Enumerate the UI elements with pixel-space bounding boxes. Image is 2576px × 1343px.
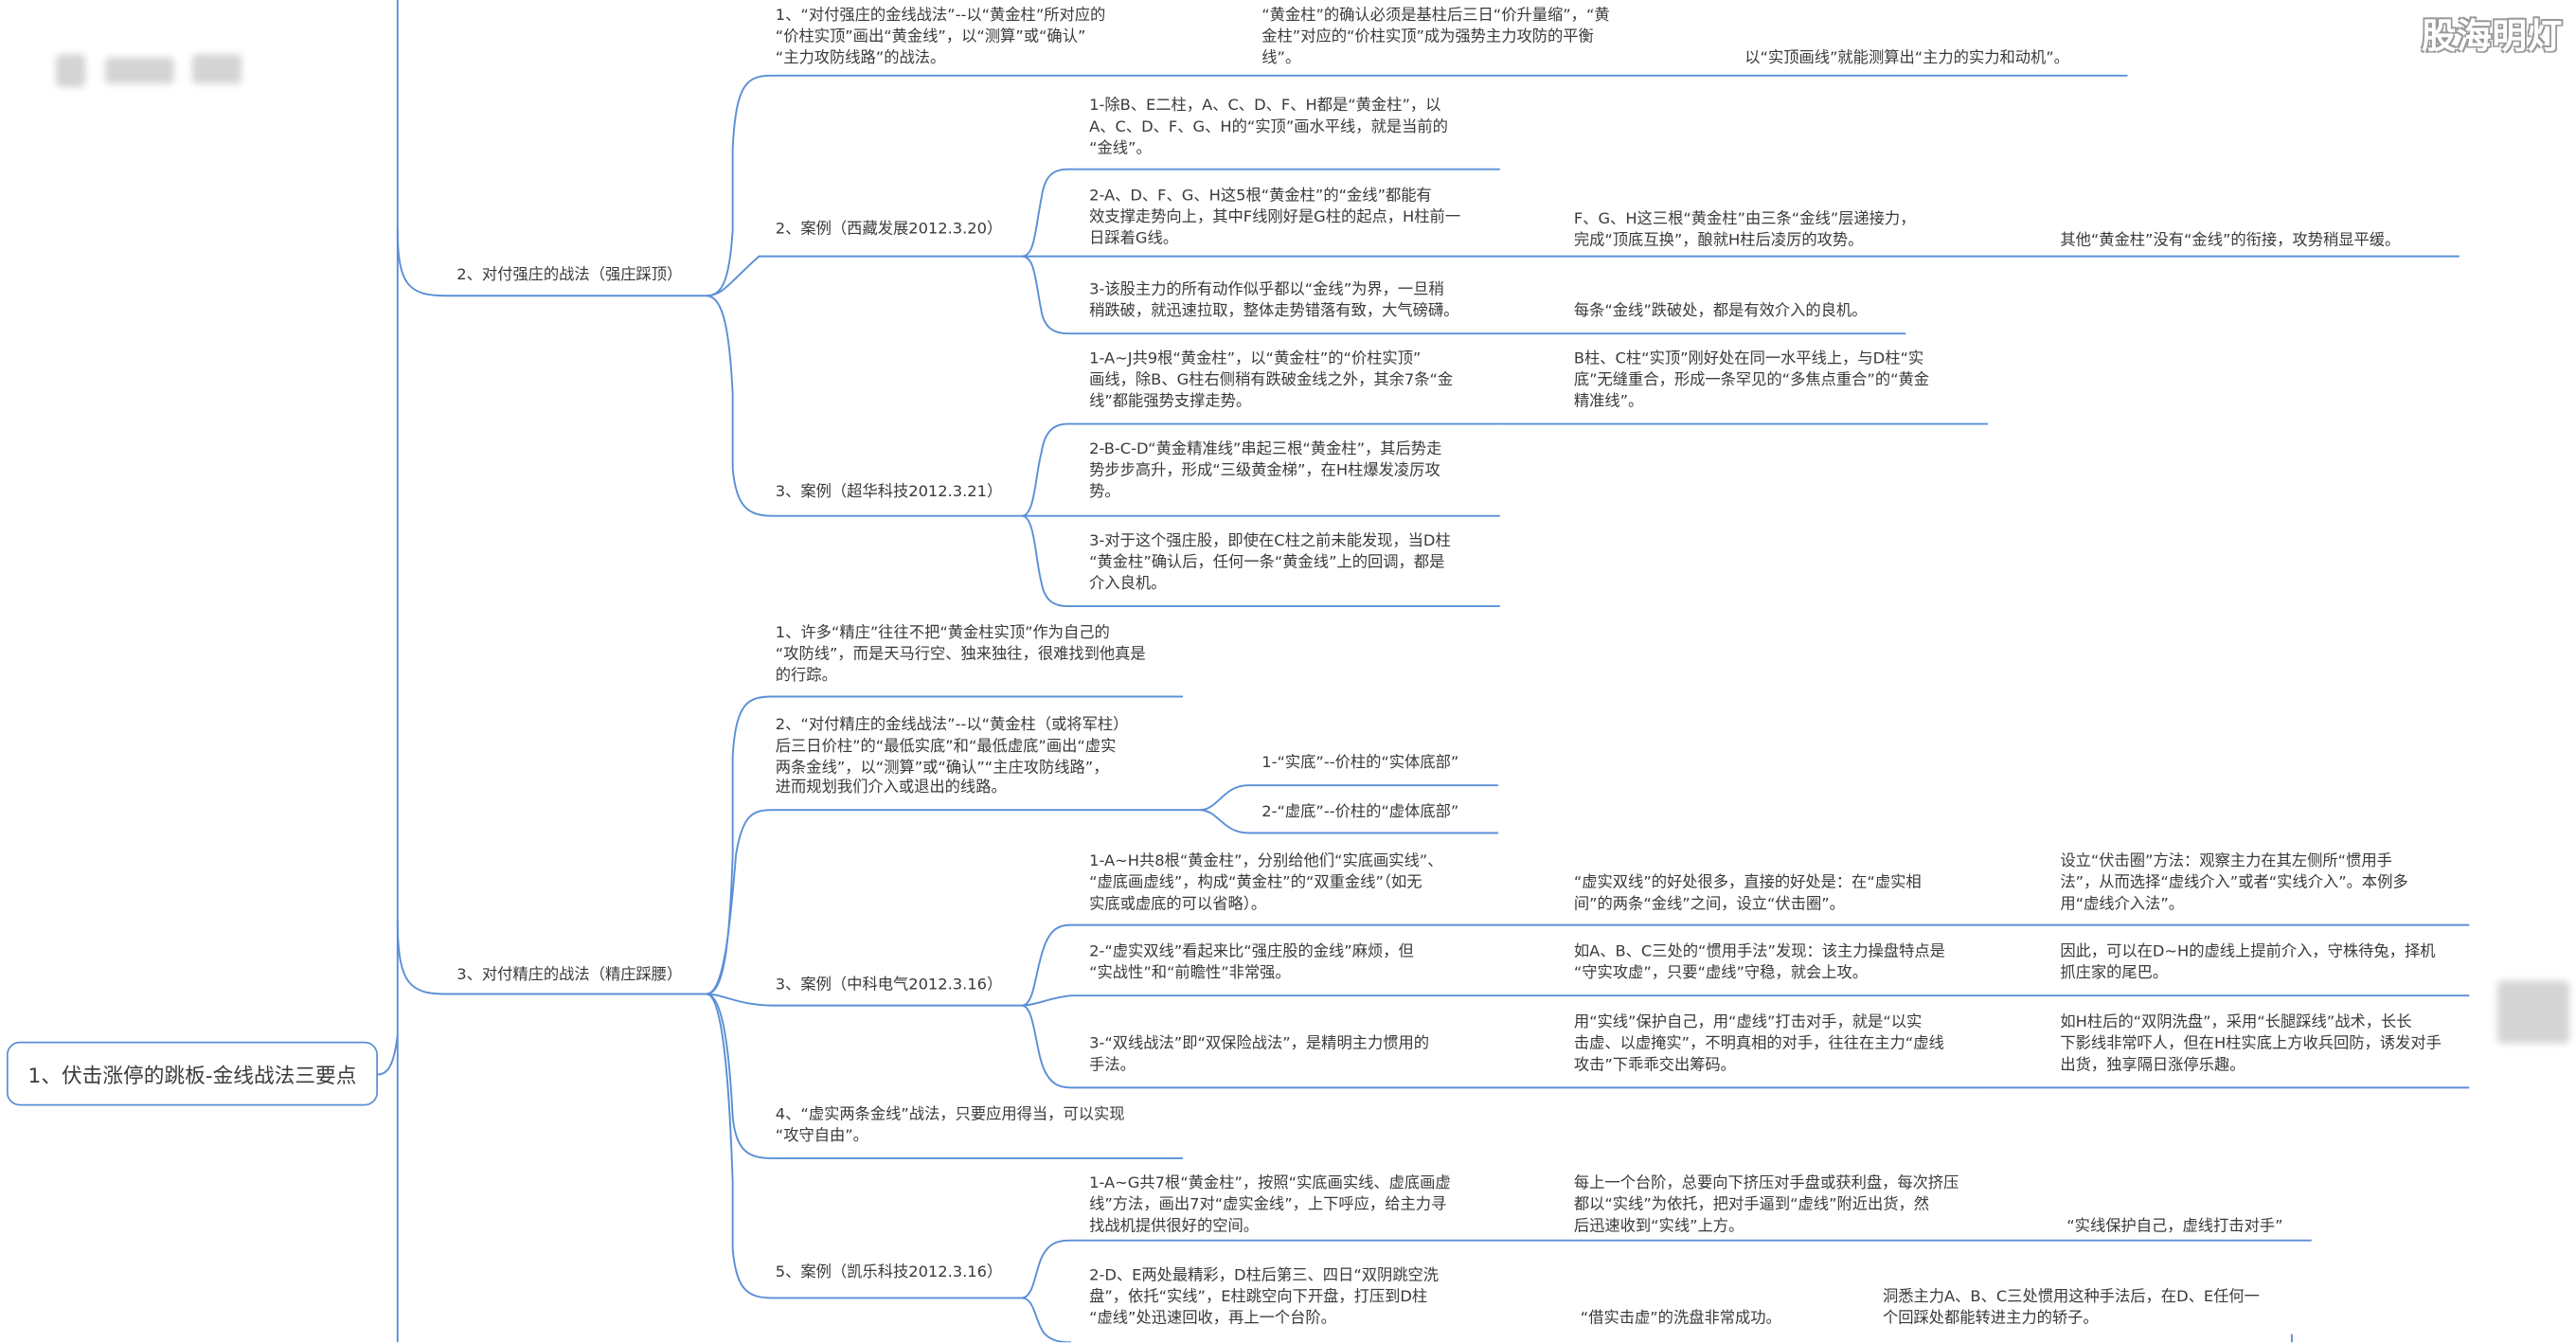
- root-topic[interactable]: 1、伏击涨停的跳板-金线战法三要点: [6, 1041, 378, 1106]
- smart-case-3[interactable]: 3、案例（中科电气2012.3.16）: [775, 976, 1003, 994]
- strong-case-3[interactable]: 3、案例（超华科技2012.3.21）: [775, 483, 1003, 502]
- smart-case-3-sub-2[interactable]: 2-“虚实双线”看起来比“强庄股的金线”麻烦，但 “实战性”和“前瞻性”非常强。: [1089, 942, 1414, 982]
- strong-case-3-sub-2[interactable]: 2-B-C-D“黄金精准线”串起三根“黄金柱”，其后势走 势步步高升，形成“三级…: [1089, 439, 1442, 501]
- smart-case-3-sub-1-note-1[interactable]: “虚实双线”的好处很多，直接的好处是：在“虚实相 间”的两条“金线”之间，设立“…: [1573, 873, 1922, 914]
- smart-item-2-sub-2[interactable]: 2-“虚底”--价柱的“虚体底部”: [1261, 803, 1459, 822]
- strong-case-2-sub-2[interactable]: 2-A、D、F、G、H这5根“黄金柱”的“金线”都能有 效支撑走势向上，其中F线…: [1089, 187, 1461, 248]
- blurred-header: [55, 54, 86, 87]
- strong-case-3-sub-1-note-1[interactable]: B柱、C柱“实顶”刚好处在同一水平线上，与D柱“实 底”无缝重合，形成一条罕见的…: [1573, 349, 1930, 410]
- strong-case-2-sub-2-note-2[interactable]: 其他“黄金柱”没有“金线”的衔接，攻势稍显平缓。: [2060, 231, 2401, 250]
- strong-item-1[interactable]: 1、“对付强庄的金线战法”--以“黄金柱”所对应的 “价柱实顶”画出“黄金线”，…: [775, 6, 1106, 67]
- smart-case-3-sub-2-note-2[interactable]: 因此，可以在D~H的虚线上提前介入，守株待兔，择机 抓庄家的尾巴。: [2060, 942, 2436, 982]
- smart-case-5-sub-2-note-1[interactable]: “借实击虚”的洗盘非常成功。: [1580, 1309, 1781, 1328]
- smart-case-3-sub-3-note-1[interactable]: 用“实线”保护自己，用“虚线”打击对手，就是“以实 击虚、以虚掩实”，不明真相的…: [1573, 1013, 1944, 1074]
- smart-item-2[interactable]: 2、“对付精庄的金线战法”--以“黄金柱（或将军柱） 后三日价柱”的“最低实底”…: [775, 716, 1129, 798]
- watermark: 股海明灯: [2421, 16, 2564, 56]
- smart-case-5-sub-1[interactable]: 1-A~G共7根“黄金柱”，按照“实底画实线、虚底画虚 线”方法，画出7对“虚实…: [1089, 1174, 1451, 1235]
- blurred-edge: [2496, 980, 2570, 1044]
- smart-case-3-sub-3[interactable]: 3-“双线战法”即“双保险战法”，是精明主力惯用的 手法。: [1089, 1034, 1430, 1075]
- smart-case-5-sub-1-note-1[interactable]: 每上一个台阶，总要向下挤压对手盘或获利盘，每次挤压 都以“实线”为依托，把对手逼…: [1573, 1174, 1959, 1235]
- smart-case-3-sub-1[interactable]: 1-A~H共8根“黄金柱”，分别给他们“实底画实线”、 “虚底画虚线”，构成“黄…: [1089, 852, 1443, 913]
- strong-case-3-sub-1[interactable]: 1-A~J共9根“黄金柱”，以“黄金柱”的“价柱实顶” 画线，除B、G柱右侧稍有…: [1089, 349, 1454, 410]
- smart-case-3-sub-2-note-1[interactable]: 如A、B、C三处的“惯用手法”发现：该主力操盘特点是 “守实攻虚”，只要“虚线”…: [1573, 942, 1945, 982]
- strong-case-2-sub-1[interactable]: 1-除B、E二柱，A、C、D、F、H都是“黄金柱”，以 A、C、D、F、G、H的…: [1089, 97, 1448, 157]
- topic-strong-banker[interactable]: 2、对付强庄的战法（强庄踩顶）: [456, 266, 683, 285]
- blurred-header: [191, 54, 242, 84]
- topic-smart-banker[interactable]: 3、对付精庄的战法（精庄踩腰）: [456, 966, 683, 985]
- strong-case-2-sub-2-note-1[interactable]: F、G、H这三根“黄金柱”由三条“金线”层递接力， 完成“顶底互换”，酿就H柱后…: [1573, 210, 1916, 250]
- strong-case-3-sub-3[interactable]: 3-对于这个强庄股，即使在C柱之前未能发现，当D柱 “黄金柱”确认后，任何一条“…: [1089, 532, 1451, 593]
- strong-case-2-sub-3[interactable]: 3-该股主力的所有动作似乎都以“金线”为界，一旦稍 稍跌破，就迅速拉取，整体走势…: [1089, 280, 1459, 320]
- smart-case-5-sub-2-note-2[interactable]: 洞悉主力A、B、C三处惯用这种手法后，在D、E任何一 个回踩处都能转进主力的轿子…: [1882, 1288, 2260, 1328]
- smart-case-5-sub-1-note-2[interactable]: “实线保护自己，虚线打击对手”: [2066, 1217, 2283, 1236]
- smart-item-4[interactable]: 4、“虚实两条金线”战法，只要应用得当，可以实现 “攻守自由”。: [775, 1105, 1125, 1145]
- smart-case-5-sub-2[interactable]: 2-D、E两处最精彩，D柱后第三、四日“双阴跳空洗 盘”，依托“实线”，E柱跳空…: [1089, 1266, 1440, 1327]
- smart-case-3-sub-3-note-2[interactable]: 如H柱后的“双阴洗盘”，采用“长腿踩线”战术，长长 下影线非常吓人，但在H柱实底…: [2060, 1013, 2442, 1074]
- blurred-header: [105, 57, 174, 84]
- smart-item-1[interactable]: 1、许多“精庄”往往不把“黄金柱实顶”作为自己的 “攻防线”，而是天马行空、独来…: [775, 624, 1146, 685]
- smart-case-5[interactable]: 5、案例（凯乐科技2012.3.16）: [775, 1262, 1003, 1282]
- smart-item-2-sub-1[interactable]: 1-“实底”--价柱的“实体底部”: [1261, 754, 1459, 773]
- strong-case-2[interactable]: 2、案例（西藏发展2012.3.20）: [775, 220, 1003, 239]
- strong-item-1-note-1[interactable]: “黄金柱”的确认必须是基柱后三日“价升量缩”，“黄 金柱”对应的“价柱实顶”成为…: [1261, 6, 1610, 67]
- strong-case-2-sub-3-note-1[interactable]: 每条“金线”跌破处，都是有效介入的良机。: [1573, 302, 1868, 321]
- smart-case-3-sub-1-note-2[interactable]: 设立“伏击圈”方法：观察主力在其左侧所“惯用手 法”，从而选择“虚线介入”或者“…: [2060, 852, 2408, 913]
- strong-item-1-note-2[interactable]: 以“实顶画线”就能测算出“主力的实力和动机”。: [1744, 49, 2069, 68]
